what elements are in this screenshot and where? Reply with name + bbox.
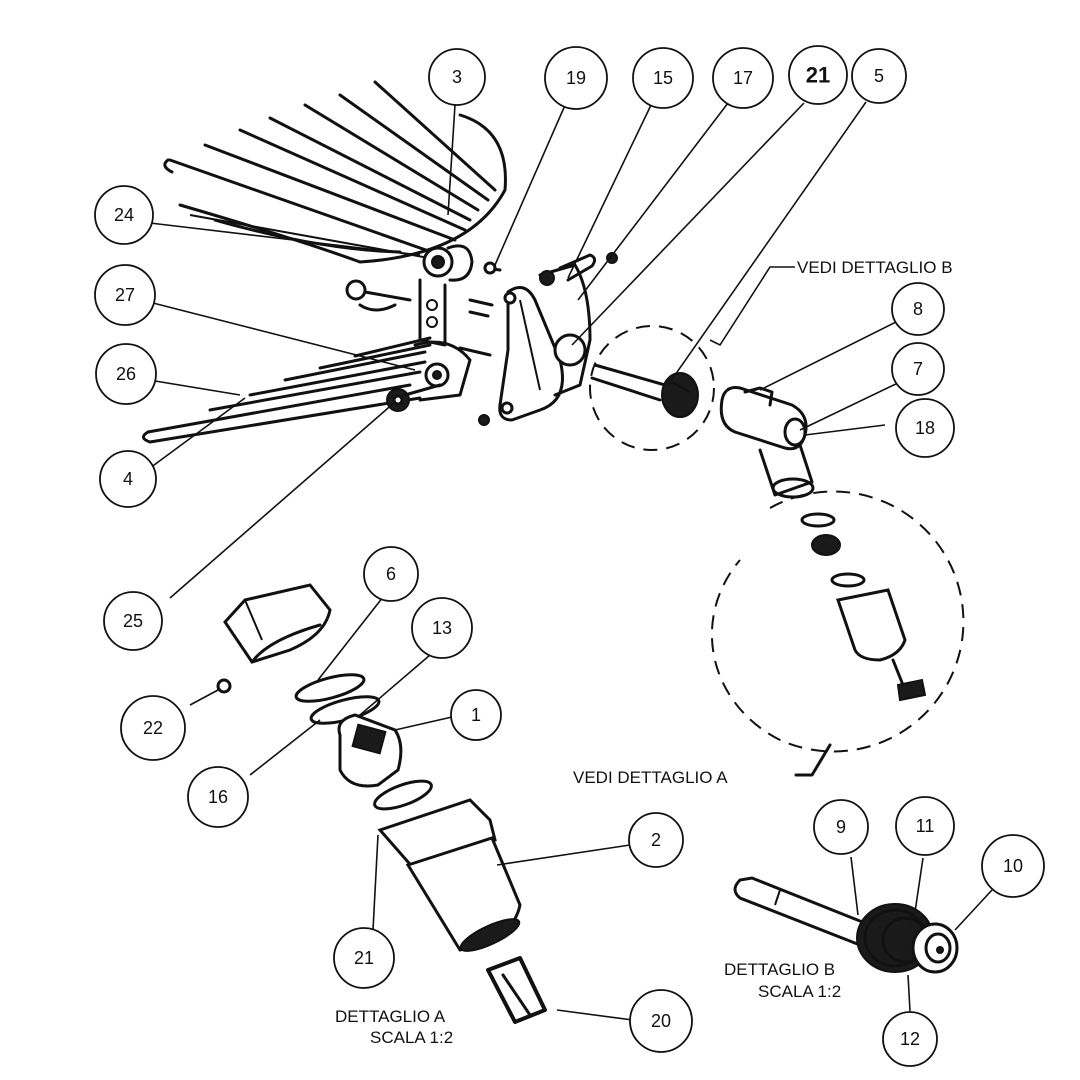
svg-text:6: 6 [386,564,396,584]
svg-text:2: 2 [651,830,661,850]
detail-b-title: DETTAGLIO B [724,960,835,979]
svg-text:4: 4 [123,469,133,489]
callout-26: 26 [95,343,157,405]
detail-b-scale: SCALA 1:2 [758,982,841,1001]
svg-text:24: 24 [114,205,134,225]
svg-text:3: 3 [452,67,462,87]
callout-19: 19 [544,46,608,110]
svg-text:7: 7 [913,359,923,379]
svg-text:19: 19 [566,68,586,88]
svg-text:13: 13 [432,618,452,638]
callout-7: 7 [891,342,945,396]
svg-text:22: 22 [143,718,163,738]
callout-9: 9 [813,799,869,855]
callout-16: 16 [187,766,249,828]
detail-b-outline [589,325,715,451]
svg-text:11: 11 [916,816,935,836]
svg-text:21: 21 [806,63,830,88]
svg-text:12: 12 [900,1029,920,1049]
callout-21-bottom: 21 [333,927,395,989]
callout-1: 1 [450,689,502,741]
callout-15: 15 [632,47,694,109]
callout-6: 6 [363,546,419,602]
svg-text:16: 16 [208,787,228,807]
callout-25: 25 [103,591,163,651]
svg-text:8: 8 [913,299,923,319]
svg-text:9: 9 [836,817,846,837]
detail-a-parts [216,583,547,1024]
svg-text:25: 25 [123,611,143,631]
callout-20: 20 [629,989,693,1053]
svg-text:27: 27 [115,285,135,305]
svg-text:1: 1 [471,705,481,725]
detail-a-outline [710,490,965,777]
callout-24: 24 [94,185,154,245]
svg-text:17: 17 [733,68,753,88]
svg-text:26: 26 [116,364,136,384]
lower-comb-part [142,336,442,444]
note-see-detail-b: VEDI DETTAGLIO B [797,258,953,277]
callout-22: 22 [120,695,186,761]
callout-8: 8 [891,282,945,336]
svg-text:5: 5 [874,66,884,86]
pivot-linkage-part [345,244,502,402]
callout-27: 27 [94,264,156,326]
callout-18: 18 [895,398,955,458]
svg-text:10: 10 [1003,856,1023,876]
svg-text:21: 21 [354,948,374,968]
callout-5: 5 [851,48,907,104]
bracket-part [478,252,618,426]
callout-11: 11 [895,796,955,856]
callout-13: 13 [411,597,473,659]
leader-lines [149,101,993,1022]
callout-21-top: 21 [788,45,848,105]
callout-12: 12 [882,1011,938,1067]
callout-2: 2 [628,812,684,868]
callout-10: 10 [981,834,1045,898]
svg-text:15: 15 [653,68,673,88]
svg-text:20: 20 [651,1011,671,1031]
callout-3: 3 [428,48,486,106]
detail-a-scale: SCALA 1:2 [370,1028,453,1047]
note-see-detail-a: VEDI DETTAGLIO A [573,768,728,787]
callout-17: 17 [712,47,774,109]
detail-b-parts [733,876,959,974]
detail-a-title: DETTAGLIO A [335,1007,446,1026]
svg-text:18: 18 [915,418,935,438]
callout-4: 4 [99,450,157,508]
valve-body-part [719,386,815,499]
